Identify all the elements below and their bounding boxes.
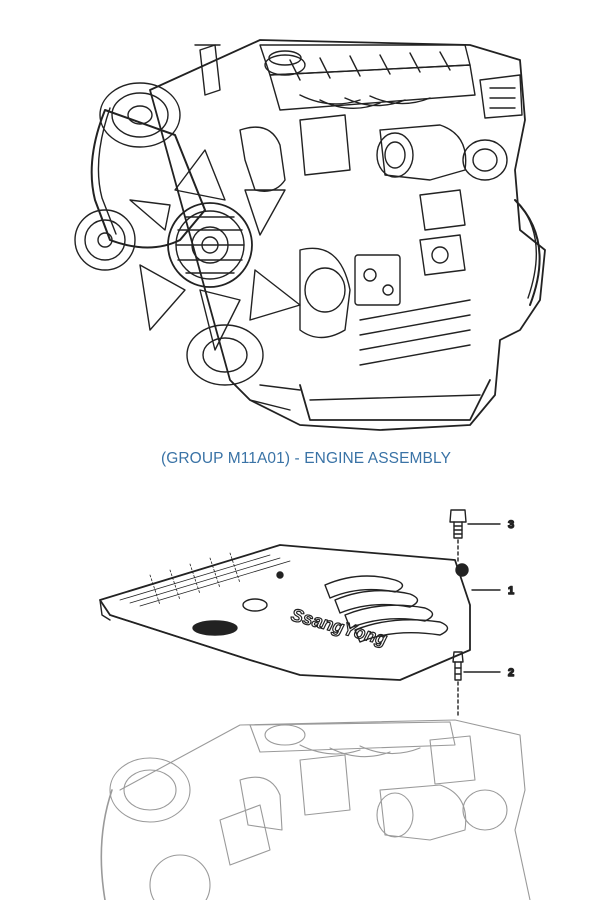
engine-assembly-drawing — [0, 0, 612, 445]
callout-label: 3 — [508, 519, 514, 531]
callout-label: 1 — [508, 585, 514, 597]
engine-cover-exploded-drawing: SsangYong 3 1 2 — [0, 490, 612, 900]
cover-grommet-part — [452, 651, 464, 716]
figure-caption: (GROUP M11A01) - ENGINE ASSEMBLY — [160, 450, 452, 467]
callout-label: 2 — [508, 667, 514, 679]
engine-cover-part: SsangYong — [99, 544, 471, 681]
cover-bolt-part — [449, 509, 467, 563]
engine-ghost-drawing — [100, 719, 531, 900]
